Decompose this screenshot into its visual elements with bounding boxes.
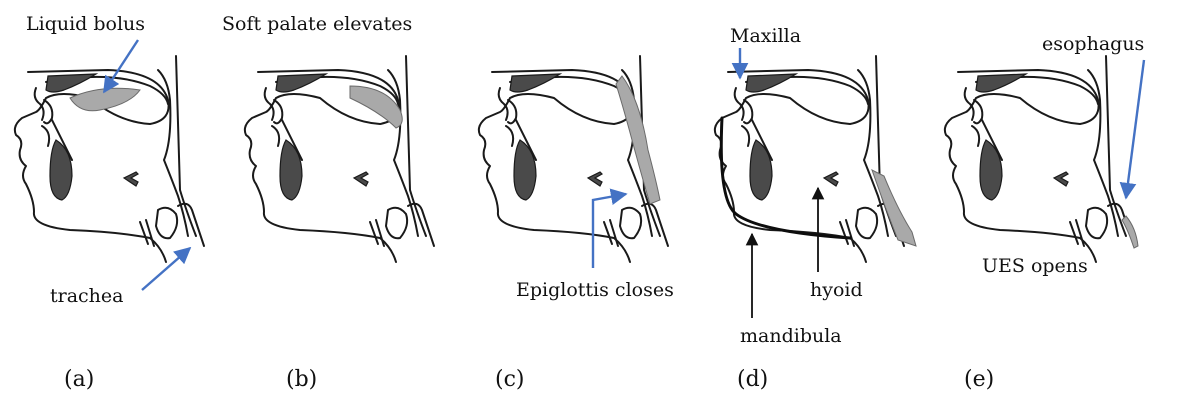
caption-c: (c) bbox=[495, 367, 525, 392]
arrow-liquid-bolus bbox=[104, 40, 138, 92]
caption-e: (e) bbox=[964, 367, 994, 392]
label-mandibula: mandibula bbox=[740, 325, 842, 347]
bolus-shape-d bbox=[872, 170, 916, 246]
caption-a: (a) bbox=[64, 367, 94, 392]
caption-d: (d) bbox=[737, 367, 768, 392]
panel-e: esophagus UES opens (e) bbox=[945, 33, 1144, 392]
panel-c: Epiglottis closes (c) bbox=[479, 56, 674, 392]
label-esophagus: esophagus bbox=[1042, 33, 1144, 55]
label-hyoid: hyoid bbox=[810, 279, 863, 301]
label-trachea: trachea bbox=[50, 285, 124, 307]
caption-b: (b) bbox=[286, 367, 317, 392]
arrow-trachea bbox=[142, 248, 190, 290]
panel-d: Maxilla hyoid mandibula (d) bbox=[715, 25, 916, 392]
arrow-esophagus bbox=[1126, 60, 1144, 198]
label-epiglottis: Epiglottis closes bbox=[516, 279, 674, 301]
label-soft-palate: Soft palate elevates bbox=[222, 13, 412, 35]
label-maxilla: Maxilla bbox=[730, 25, 801, 47]
panel-b: Soft palate elevates (b) bbox=[222, 13, 434, 392]
label-ues: UES opens bbox=[982, 255, 1088, 277]
panel-a: Liquid bolus trachea (a) bbox=[15, 13, 204, 392]
label-liquid-bolus: Liquid bolus bbox=[26, 13, 145, 35]
